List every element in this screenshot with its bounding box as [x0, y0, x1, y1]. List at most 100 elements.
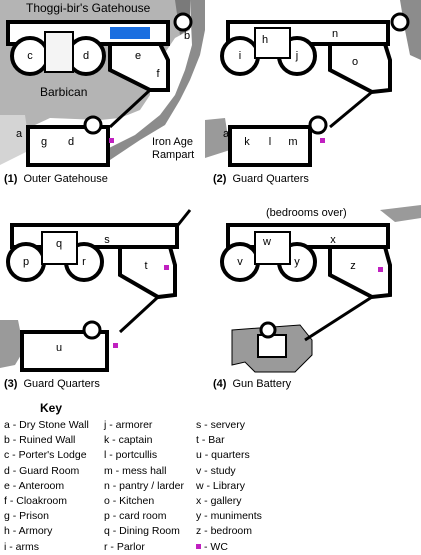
plan-1-outer-gatehouse	[0, 0, 205, 167]
floor-plans: Thoggi-bir's Gatehouse Barbican Iron Age…	[0, 0, 421, 390]
plan-4-number: (4)	[213, 378, 227, 390]
room-r: r	[82, 256, 86, 268]
key-item: y - muniments	[196, 510, 262, 523]
key-item-wc: - WC	[196, 540, 262, 555]
key-item: l - portcullis	[104, 449, 158, 462]
room-b: b	[183, 30, 191, 42]
room-l: l	[268, 136, 272, 148]
stair-tower-6	[259, 321, 277, 339]
plan-2-number: (2)	[213, 173, 227, 185]
key-item: z - bedroom	[196, 525, 253, 538]
plan-3-title: Guard Quarters	[23, 378, 100, 390]
room-i: i	[238, 50, 242, 62]
wall-stub-3	[176, 209, 192, 226]
room-g: g	[40, 136, 48, 148]
rampart-4	[380, 205, 421, 222]
plan-1-number: (1)	[4, 173, 18, 185]
stair-tower-3	[390, 12, 410, 32]
stair-tower-2	[83, 115, 103, 135]
key-item: u - quarters	[196, 449, 250, 462]
curtain-wall-3	[118, 295, 160, 334]
plan-2-title: Guard Quarters	[232, 173, 309, 185]
wc-4	[113, 343, 118, 348]
room-v: v	[237, 256, 243, 268]
key-item: e - Anteroom	[4, 479, 65, 492]
curtain-wall-4	[304, 295, 373, 342]
legend-key: Key a - Dry Stone Wall b - Ruined Wall c…	[0, 400, 421, 553]
key-item: a - Dry Stone Wall	[4, 419, 89, 431]
armory-h	[254, 27, 291, 59]
key-item: v - study	[196, 464, 236, 477]
room-x: x	[330, 234, 336, 246]
key-column-1: a - Dry Stone Wall b - Ruined Wall c - P…	[4, 418, 89, 555]
key-item: f - Cloakroom	[4, 495, 68, 508]
plans-drawing	[0, 0, 421, 373]
stair-tower-1	[173, 12, 193, 32]
plan-3-guard-quarters	[0, 209, 192, 372]
key-item: b - Ruined Wall	[4, 434, 76, 447]
room-q: q	[55, 238, 63, 250]
room-s: s	[104, 234, 110, 246]
key-item: i - arms	[4, 540, 39, 553]
bar-t	[118, 245, 177, 300]
wc-1	[109, 138, 114, 143]
bedroom-z	[328, 245, 392, 300]
key-title: Key	[40, 401, 63, 415]
key-item: s - servery	[196, 419, 246, 431]
battery-room	[257, 334, 287, 358]
key-item: p - card room	[104, 510, 167, 523]
gate-passage	[44, 31, 74, 73]
wc-5	[378, 267, 383, 272]
wc-2	[320, 138, 325, 143]
room-a: a	[15, 128, 23, 140]
plan-3-number: (3)	[4, 378, 18, 390]
key-item: j - armorer	[104, 419, 153, 431]
key-item: n - pantry / larder	[104, 479, 184, 492]
third-front	[10, 223, 179, 249]
room-d2: d	[67, 136, 75, 148]
key-item: c - Porter's Lodge	[4, 449, 87, 462]
lower-quarters	[228, 125, 312, 167]
key-item: h - Armory	[4, 525, 53, 538]
rampart-label-1: Iron Age	[152, 136, 193, 148]
room-h: h	[261, 34, 269, 46]
plan-1-caption: (1) Outer Gatehouse	[4, 173, 108, 185]
key-item: k - captain	[104, 434, 153, 447]
iron-age-rampart	[70, 0, 205, 165]
plan-4-gun-battery	[220, 205, 421, 373]
wc-swatch-icon	[196, 544, 201, 550]
key-item: t - Bar	[196, 434, 225, 447]
curtain-wall-1	[108, 88, 152, 129]
fourth-front	[226, 223, 390, 249]
room-d: d	[82, 50, 90, 62]
plan-2-guard-quarters	[205, 0, 421, 167]
wc-3	[164, 265, 169, 270]
plan-1-title: Outer Gatehouse	[23, 173, 108, 185]
gatehouse-label: Thoggi-bir's Gatehouse	[26, 1, 151, 15]
room-o: o	[351, 56, 359, 68]
room-k: k	[244, 136, 250, 148]
room-m: m	[288, 136, 298, 148]
plan-2-caption: (2) Guard Quarters	[213, 173, 309, 185]
room-a2: a	[222, 128, 230, 140]
key-item: m - mess hall	[104, 464, 167, 477]
key-item: q - Dining Room	[104, 525, 180, 538]
room-n: n	[331, 28, 339, 40]
key-column-3: s - servery t - Bar u - quarters v - stu…	[196, 418, 262, 555]
room-y: y	[294, 256, 300, 268]
kitchen-o	[328, 42, 392, 95]
rampart-label-2: Rampart	[152, 149, 195, 161]
barbican-label: Barbican	[40, 85, 88, 99]
key-item: x - gallery	[196, 495, 242, 508]
room-f: f	[156, 68, 160, 80]
room-p: p	[22, 256, 30, 268]
room-u: u	[55, 342, 63, 354]
wc-label: - WC	[204, 540, 228, 553]
dry-stone-wall-a	[0, 115, 30, 165]
room-t: t	[144, 260, 148, 272]
curtain-wall-2	[329, 90, 373, 129]
key-item: w - Library	[196, 479, 246, 492]
anteroom-e	[108, 42, 170, 92]
dry-stone-wall-a2	[205, 118, 230, 158]
dining-q	[41, 231, 78, 265]
